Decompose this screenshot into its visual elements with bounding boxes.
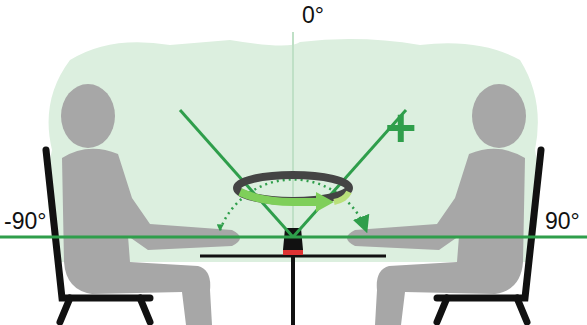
zero-line	[292, 32, 294, 237]
angle-label: -90°	[2, 210, 48, 233]
angle-label: 0°	[300, 4, 326, 27]
rotation-arrow	[240, 192, 318, 202]
device-base	[283, 250, 303, 255]
rotation-ring	[237, 175, 349, 201]
horizon-line	[0, 236, 587, 239]
rotation-arrow	[334, 192, 349, 202]
direction-sign: +	[385, 100, 417, 154]
range-arc	[220, 155, 293, 230]
rotation-arrowhead	[316, 192, 334, 212]
person	[347, 84, 526, 325]
person	[61, 84, 240, 325]
angle-label: 90°	[543, 210, 582, 233]
